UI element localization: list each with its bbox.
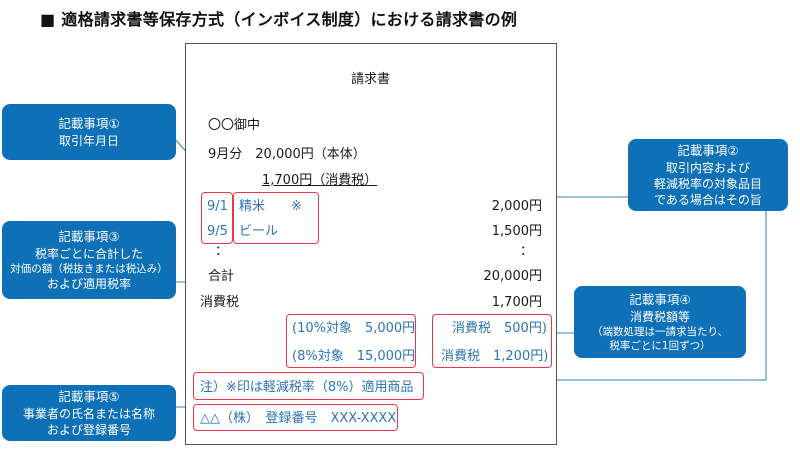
callout-title: 記載事項⑤	[58, 388, 120, 404]
invoice-paper	[185, 43, 557, 445]
item-date: 9/1	[207, 199, 228, 214]
highlight-item-names	[233, 192, 319, 244]
callout-text: 消費税額等	[629, 309, 690, 324]
registrant-info: △△（株） 登録番号 XXX-XXXX	[200, 411, 397, 426]
total-label: 合計	[208, 269, 235, 284]
highlight-dates	[201, 192, 233, 244]
highlight-note	[193, 372, 424, 400]
tax-by-rate-10: 消費税 500円)	[452, 321, 547, 336]
items-ellipsis: ：	[215, 244, 229, 259]
tax-by-rate-8: 消費税 1,200円)	[441, 349, 549, 364]
callout-title: 記載事項①	[58, 115, 120, 131]
invoice-month-line: 9月分 20,000円（本体）	[208, 147, 366, 162]
callout-text: 事業者の氏名または名称	[22, 406, 155, 421]
invoice-addressee: 〇〇御中	[208, 118, 261, 133]
page-title: ■ 適格請求書等保存方式（インボイス制度）における請求書の例	[40, 10, 518, 29]
rate-line-8: (8%対象 15,000円	[292, 349, 416, 364]
reduced-rate-note: 注）※印は軽減税率（8%）適用商品	[200, 380, 414, 395]
amounts-ellipsis: ：	[520, 244, 534, 259]
callout-item-4: 記載事項④ 消費税額等 （端数処理は一請求当たり、 税率ごとに1回ずつ）	[574, 286, 746, 358]
tax-label: 消費税	[200, 295, 240, 310]
callout-text: （端数処理は一請求当たり、	[591, 325, 729, 338]
invoice-heading: 請求書	[351, 72, 391, 87]
callout-title: 記載事項④	[629, 291, 691, 307]
item-date: 9/5	[207, 224, 228, 239]
callout-item-2: 記載事項② 取引内容および 軽減税率の対象品目 である場合はその旨	[628, 139, 788, 211]
highlight-tax-by-rate	[432, 314, 552, 368]
callout-title: 記載事項③	[58, 228, 120, 244]
callout-text: 税率ごとに合計した	[34, 246, 143, 261]
callout-title: 記載事項②	[677, 142, 739, 158]
highlight-registrant	[193, 404, 398, 431]
item-amount: 1,500円	[491, 224, 542, 239]
callout-text: 軽減税率の対象品目	[653, 176, 762, 191]
highlight-rate-totals	[286, 314, 416, 368]
total-amount: 20,000円	[483, 269, 543, 284]
callout-item-3: 記載事項③ 税率ごとに合計した 対価の額（税抜きまたは税込み） および適用税率	[2, 221, 176, 299]
callout-text: 取引年月日	[58, 133, 119, 148]
rate-line-10: (10%対象 5,000円	[292, 321, 416, 336]
invoice-tax-line: 1,700円（消費税）	[262, 173, 378, 188]
item-amount: 2,000円	[491, 199, 542, 214]
callout-item-5: 記載事項⑤ 事業者の氏名または名称 および登録番号	[2, 385, 176, 441]
callout-text: 税率ごとに1回ずつ）	[609, 340, 711, 353]
callout-text: および適用税率	[46, 277, 131, 292]
callout-text: である場合はその旨	[654, 193, 762, 208]
tax-amount: 1,700円	[491, 295, 542, 310]
item-name: 精米 ※	[239, 199, 302, 214]
callout-text: および登録番号	[46, 423, 131, 438]
callout-text: 対価の額（税抜きまたは税込み）	[10, 262, 168, 275]
item-name: ビール	[239, 224, 279, 239]
callout-text: 取引内容および	[665, 160, 750, 175]
callout-item-1: 記載事項① 取引年月日	[2, 104, 176, 160]
